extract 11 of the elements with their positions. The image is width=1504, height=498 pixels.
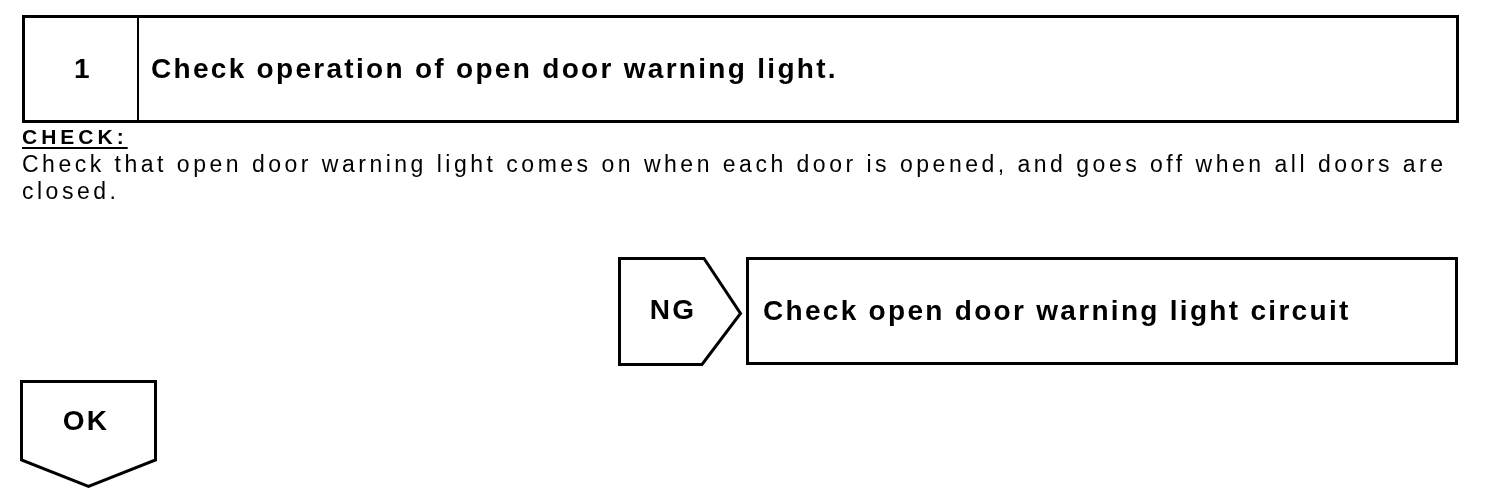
branch-arrow-box <box>20 380 157 488</box>
branch-label: NG <box>649 294 697 326</box>
check-instruction: Check that open door warning light comes on when each door is opened, and goes off when all doors are closed. <box>22 151 1448 205</box>
step-box <box>22 15 1459 123</box>
step-title: Check operation of open door warning light. <box>151 53 838 85</box>
step-number: 1 <box>74 53 92 85</box>
check-heading: CHECK: <box>22 125 128 149</box>
action-box <box>746 257 1458 365</box>
branch-arrow-box <box>618 257 742 366</box>
action-text: Check open door warning light circuit <box>763 295 1351 327</box>
branch-label: OK <box>62 405 110 437</box>
